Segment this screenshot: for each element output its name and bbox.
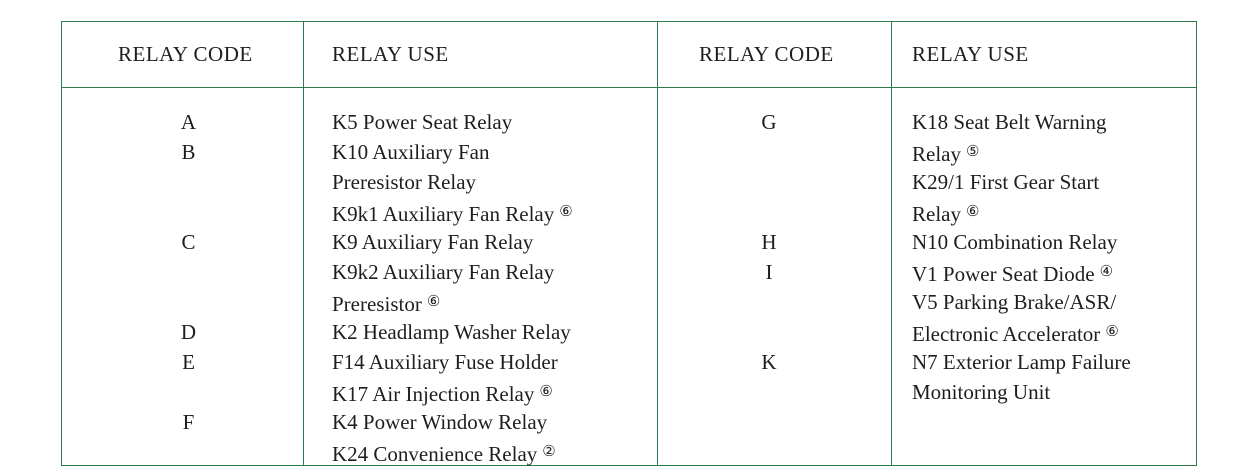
column-divider	[657, 22, 658, 465]
header-relay-use-left: RELAY USE	[332, 42, 449, 66]
relay-code: C	[181, 230, 196, 254]
relay-use-text: K9 Auxiliary Fan Relay	[332, 230, 534, 254]
relay-use-text: V5 Parking Brake/ASR/	[912, 290, 1117, 314]
relay-use-text: F14 Auxiliary Fuse Holder	[332, 350, 558, 374]
relay-code	[62, 197, 315, 227]
relay-use-text: K17 Air Injection Relay	[332, 382, 535, 406]
footnote-marker: ②	[542, 444, 556, 460]
relay-use-line: K29/1 First Gear Start	[912, 167, 1131, 197]
relay-code: A	[180, 110, 197, 134]
footnote-marker: ⑤	[965, 144, 980, 160]
footnote-marker: ⑥	[965, 204, 980, 220]
header-relay-code-left: RELAY CODE	[118, 42, 253, 66]
relay-code: E	[182, 350, 195, 374]
relay-use-line: K18 Seat Belt Warning	[912, 107, 1131, 137]
relay-use-line: K9k2 Auxiliary Fan Relay	[332, 257, 573, 287]
relay-code	[62, 257, 315, 287]
relay-use-line: K5 Power Seat Relay	[332, 107, 573, 137]
relay-code	[657, 197, 881, 227]
relay-code: I	[765, 260, 773, 284]
relay-code	[657, 137, 881, 167]
header-relay-use-right: RELAY USE	[912, 42, 1029, 66]
relay-code	[62, 437, 315, 467]
relay-use-line: N10 Combination Relay	[912, 227, 1131, 257]
relay-use-line: V5 Parking Brake/ASR/	[912, 287, 1131, 317]
relay-use-text: Preresistor	[332, 292, 422, 316]
relay-use-text: K29/1 First Gear Start	[912, 170, 1100, 194]
relay-use-text: N10 Combination Relay	[912, 230, 1118, 254]
relay-use-line: K10 Auxiliary Fan	[332, 137, 573, 167]
relay-use-text: Preresistor Relay	[332, 170, 477, 194]
relay-table: RELAY CODE RELAY USE RELAY CODE RELAY US…	[61, 21, 1197, 466]
relay-use-line: Monitoring Unit	[912, 377, 1131, 407]
relay-use-text: V1 Power Seat Diode	[912, 262, 1095, 286]
relay-use-text: Relay	[912, 142, 961, 166]
relay-code	[657, 287, 881, 317]
relay-code: K	[761, 350, 777, 374]
relay-use-line: N7 Exterior Lamp Failure	[912, 347, 1131, 377]
relay-use-text: N7 Exterior Lamp Failure	[912, 350, 1131, 374]
relay-use-line: K9 Auxiliary Fan Relay	[332, 227, 573, 257]
relay-use-text: K9k1 Auxiliary Fan Relay	[332, 202, 555, 226]
relay-use-line: F14 Auxiliary Fuse Holder	[332, 347, 573, 377]
footnote-marker: ④	[1099, 264, 1114, 280]
relay-code	[62, 287, 315, 317]
column-divider	[303, 22, 304, 465]
relay-code	[62, 377, 315, 407]
relay-use-text: Electronic Accelerator	[912, 322, 1101, 346]
relay-use-text: K2 Headlamp Washer Relay	[332, 320, 571, 344]
relay-use-text: K4 Power Window Relay	[332, 410, 548, 434]
relay-use-text: K5 Power Seat Relay	[332, 110, 513, 134]
relay-use-line: K2 Headlamp Washer Relay	[332, 317, 573, 347]
column-divider	[891, 22, 892, 465]
header-relay-code-right: RELAY CODE	[699, 42, 834, 66]
relay-code: G	[761, 110, 777, 134]
footnote-marker: ⑥	[1105, 324, 1119, 340]
footnote-marker: ⑥	[559, 204, 573, 220]
relay-use-text: K18 Seat Belt Warning	[912, 110, 1107, 134]
relay-code: D	[180, 320, 197, 344]
relay-code	[62, 167, 315, 197]
footnote-marker: ⑥	[539, 384, 553, 400]
relay-code	[657, 317, 881, 347]
relay-code	[657, 167, 881, 197]
relay-use-line: K4 Power Window Relay	[332, 407, 573, 437]
relay-code	[657, 377, 881, 407]
relay-use-text: Relay	[912, 202, 961, 226]
header-divider	[62, 87, 1196, 88]
relay-use-text: Monitoring Unit	[912, 380, 1051, 404]
relay-use-text: K24 Convenience Relay	[332, 442, 538, 466]
relay-use-line: Preresistor Relay	[332, 167, 573, 197]
relay-code: H	[761, 230, 777, 254]
relay-use-text: K9k2 Auxiliary Fan Relay	[332, 260, 555, 284]
relay-code: F	[182, 410, 195, 434]
footnote-marker: ⑥	[426, 294, 441, 310]
relay-use-text: K10 Auxiliary Fan	[332, 140, 490, 164]
relay-code: B	[181, 140, 196, 164]
